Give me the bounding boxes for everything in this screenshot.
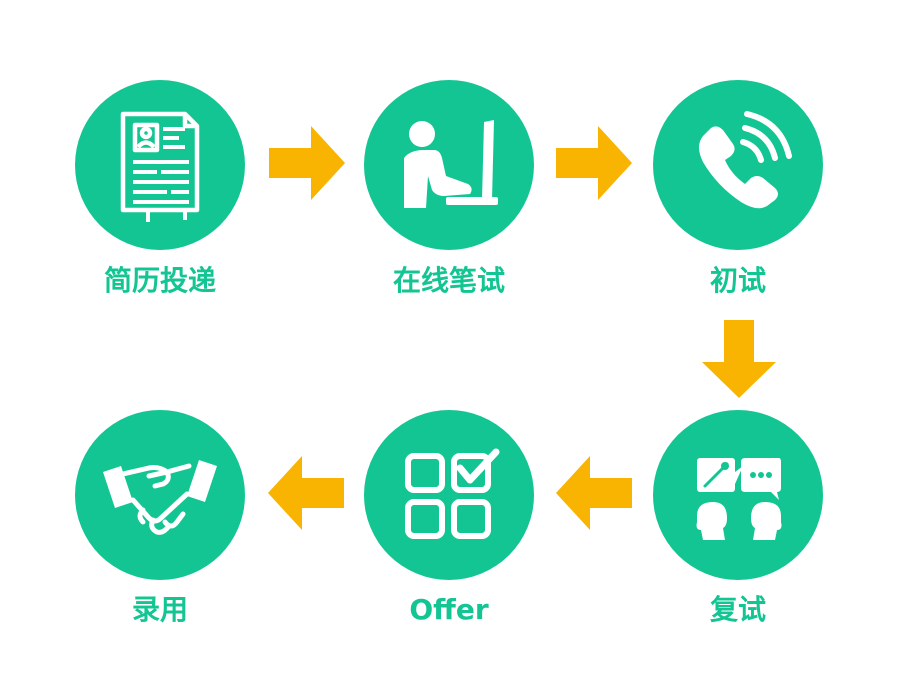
step-label-online-test: 在线笔试 [392,264,505,297]
checklist-grid-icon [405,448,500,539]
arrow-left-icon [556,456,632,530]
arrow-down [702,320,776,398]
step-label-resume: 简历投递 [103,264,216,297]
arrow-right-1 [269,126,345,200]
arrow-right-2 [556,126,632,200]
resume-icon [120,111,200,222]
step-second-interview [653,410,823,580]
step-hired [75,410,245,580]
arrow-left-2 [268,456,344,530]
step-first-interview [653,80,823,250]
arrow-down-icon [702,320,776,398]
interview-icon [696,458,782,540]
step-resume [75,80,245,250]
phone-icon [699,111,792,209]
arrow-right-icon [269,126,345,200]
step-label-hired: 录用 [131,593,188,626]
arrow-left-icon [268,456,344,530]
step-offer [364,410,534,580]
arrow-left-1 [556,456,632,530]
handshake-icon [103,460,217,535]
step-label-offer: Offer [409,593,489,626]
step-online-test [364,80,534,250]
arrow-right-icon [556,126,632,200]
computer-user-icon [404,120,498,208]
step-label-second-interview: 复试 [709,593,766,626]
step-label-first-interview: 初试 [709,264,766,297]
